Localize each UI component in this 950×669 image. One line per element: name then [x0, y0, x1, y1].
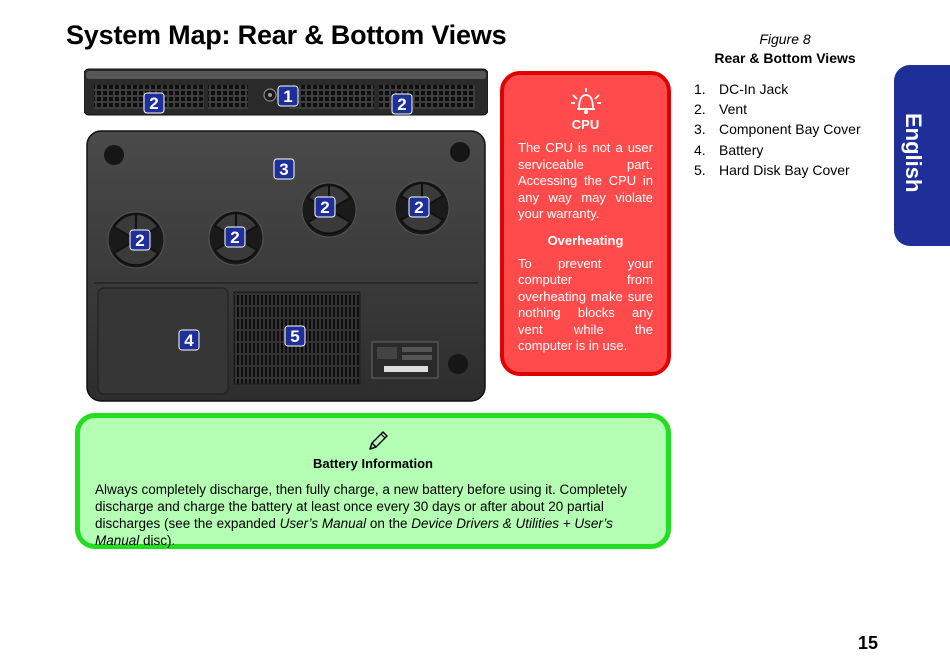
callout-marker: 2 — [143, 92, 165, 114]
page-number: 15 — [858, 633, 879, 653]
manual-title: User’s Manual — [279, 516, 367, 531]
callout-label: 2 — [149, 94, 158, 113]
callout-marker: 2 — [224, 226, 246, 248]
legend-item: 1. DC-In Jack — [694, 79, 861, 99]
legend-item: 3. Component Bay Cover — [694, 119, 861, 139]
callout-markers: 1 2 2 3 2 2 2 2 — [129, 85, 430, 351]
battery-text-part: Always completely discharge, then fully … — [95, 482, 628, 531]
callout-marker: 2 — [391, 93, 413, 115]
callout-label: 2 — [230, 228, 239, 247]
callout-marker: 2 — [408, 196, 430, 218]
battery-text-part: on the — [366, 516, 412, 531]
overheating-heading: Overheating — [547, 232, 624, 248]
callout-label: 3 — [279, 160, 288, 179]
laptop-rear-bottom-figure: 1 2 2 3 2 2 2 2 — [84, 68, 488, 402]
legend-item: 5. Hard Disk Bay Cover — [694, 160, 861, 180]
legend-list: 1. DC-In Jack 2. Vent 3. Component Bay Cove… — [694, 79, 861, 180]
battery-heading: Battery Information — [313, 456, 433, 471]
callout-marker: 4 — [178, 329, 200, 351]
legend-number: 2. — [694, 101, 706, 118]
callout-marker: 1 — [277, 85, 299, 107]
callout-label: 2 — [320, 198, 329, 217]
callout-label: 1 — [283, 87, 292, 106]
cpu-heading: CPU — [571, 117, 600, 132]
legend-number: 5. — [694, 161, 706, 178]
legend-item: 4. Battery — [694, 140, 861, 160]
callout-marker: 3 — [273, 158, 295, 180]
callout-label: 4 — [184, 331, 194, 350]
figure-number: Figure 8 — [759, 31, 811, 47]
callout-label: 2 — [135, 231, 144, 250]
legend-label: Hard Disk Bay Cover — [719, 161, 850, 178]
figure-caption: Figure 8 Rear & Bottom Views — [690, 31, 880, 66]
callout-marker: 2 — [129, 229, 151, 251]
callout-label: 2 — [414, 198, 423, 217]
battery-text-part: disc). — [139, 533, 176, 548]
legend-label: DC-In Jack — [719, 81, 789, 97]
battery-text: Always completely discharge, then fully … — [95, 481, 657, 549]
callout-marker: 5 — [284, 325, 306, 347]
disc-title: Device Drivers & Utilities + User’s Manu… — [95, 516, 613, 548]
alert-bell-icon — [570, 88, 601, 114]
page-title: System Map: Rear & Bottom Views — [66, 20, 507, 50]
legend-number: 3. — [694, 121, 706, 138]
legend-number: 4. — [694, 141, 706, 158]
legend-label: Vent — [719, 101, 748, 118]
legend-label: Battery — [719, 141, 764, 158]
figure-name: Rear & Bottom Views — [714, 50, 856, 66]
callout-label: 5 — [290, 327, 299, 346]
legend-number: 1. — [694, 81, 706, 97]
pencil-icon — [369, 431, 388, 450]
language-tab-label: English — [901, 113, 926, 193]
battery-info-box: Battery Information Always completely di… — [75, 413, 671, 549]
legend-label: Component Bay Cover — [719, 121, 861, 138]
language-tab[interactable]: English — [894, 65, 950, 246]
cpu-warning-box: CPU The CPU is not a user serviceable pa… — [500, 71, 671, 376]
callout-label: 2 — [397, 95, 406, 114]
legend-item: 2. Vent — [694, 99, 861, 119]
callout-marker: 2 — [314, 196, 336, 218]
overheating-text: To prevent your computer from overheatin… — [518, 255, 653, 354]
cpu-text: The CPU is not a user serviceable part. … — [518, 140, 653, 221]
